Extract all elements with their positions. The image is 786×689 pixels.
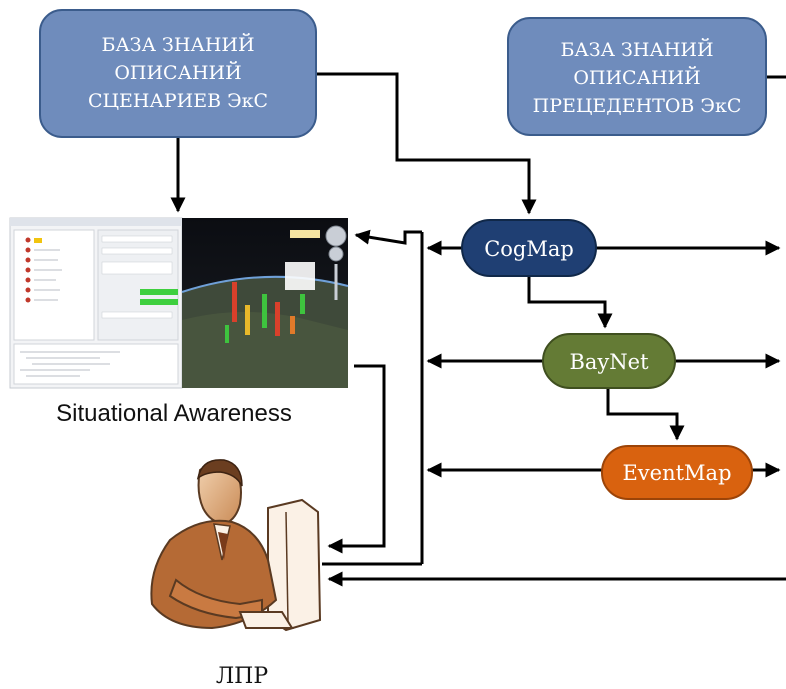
edge-bus-to-situational-awareness bbox=[354, 229, 422, 245]
kb-scenarios-line-2: ОПИСАНИЙ bbox=[114, 61, 241, 84]
kb-scenarios-line-3: СЦЕНАРИЕВ ЭкС bbox=[88, 90, 268, 112]
edge-situational-awareness-to-decision-maker bbox=[327, 364, 386, 554]
kb-precedents-line-2: ОПИСАНИЙ bbox=[573, 66, 700, 89]
decision-maker-caption: ЛПР bbox=[216, 664, 269, 689]
node-eventmap: EventMap bbox=[601, 445, 753, 500]
decision-maker-illustration bbox=[150, 459, 322, 632]
situational-awareness-caption: Situational Awareness bbox=[56, 400, 292, 427]
node-baynet: BayNet bbox=[542, 333, 676, 389]
edge-baynet-to-eventmap bbox=[606, 388, 685, 441]
kb-scenarios-line-1: БАЗА ЗНАНИЙ bbox=[101, 33, 254, 56]
node-cogmap: CogMap bbox=[461, 219, 597, 277]
kb-scenarios-box: БАЗА ЗНАНИЙ ОПИСАНИЙ СЦЕНАРИЕВ ЭкС bbox=[39, 9, 317, 138]
kb-precedents-line-1: БАЗА ЗНАНИЙ bbox=[560, 38, 713, 61]
edge-scenarios-to-cogmap bbox=[316, 72, 537, 215]
node-cogmap-label: CogMap bbox=[484, 237, 574, 261]
node-baynet-label: BayNet bbox=[569, 350, 649, 374]
node-eventmap-label: EventMap bbox=[622, 461, 731, 485]
edge-cogmap-to-baynet bbox=[527, 276, 613, 329]
edges bbox=[170, 72, 786, 587]
situational-awareness-screenshot bbox=[9, 217, 349, 389]
globe-bars bbox=[225, 282, 305, 343]
kb-precedents-box: БАЗА ЗНАНИЙ ОПИСАНИЙ ПРЕЦЕДЕНТОВ ЭкС bbox=[507, 17, 767, 136]
kb-precedents-line-3: ПРЕЦЕДЕНТОВ ЭкС bbox=[533, 95, 742, 117]
